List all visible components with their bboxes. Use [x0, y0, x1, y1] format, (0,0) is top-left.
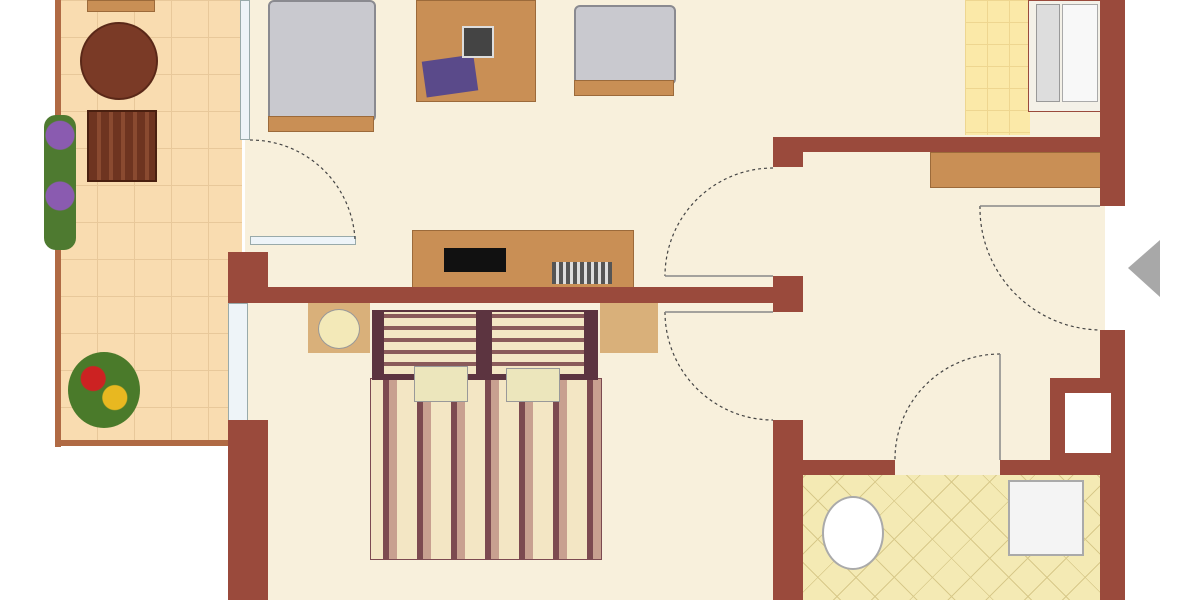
- balcony-chair-icon: [87, 0, 155, 12]
- wall-kitchen-south: [773, 137, 1103, 152]
- books-icon: [552, 262, 612, 284]
- sofa-base: [268, 116, 374, 132]
- wall-hall-pillar: [773, 276, 803, 312]
- plant-icon: [44, 115, 76, 250]
- stove-icon: [1062, 4, 1098, 102]
- nightstand-icon: [600, 303, 658, 353]
- sink-icon: [1036, 4, 1060, 102]
- table-icon: [80, 22, 158, 100]
- door-entrance: [979, 205, 1101, 331]
- sofa-icon: [268, 0, 376, 122]
- wall-left-block: [228, 252, 268, 302]
- plant-icon: [68, 352, 140, 428]
- sink-icon: [822, 496, 884, 570]
- hall-bench: [930, 152, 1102, 188]
- wall-kitchen-pillar: [773, 137, 803, 167]
- wall-bedroom-north: [228, 287, 800, 303]
- chair-icon: [87, 110, 157, 182]
- shower-icon: [1008, 480, 1084, 556]
- wall-bath-west: [773, 420, 803, 600]
- balcony-glass-door: [240, 0, 250, 140]
- tv-icon: [444, 248, 506, 272]
- door-bedroom: [664, 311, 774, 421]
- balcony-window-sill: [250, 236, 356, 245]
- entrance-arrow-icon: [1128, 240, 1160, 297]
- door-balcony: [249, 139, 356, 241]
- cushion-icon: [506, 368, 560, 402]
- nightstand-lamp-icon: [308, 303, 370, 353]
- cushion-icon: [414, 366, 468, 402]
- wall-bath-north-a: [773, 460, 895, 475]
- door-living: [664, 167, 774, 277]
- pillow-icon: [492, 312, 584, 374]
- vase-icon: [462, 26, 494, 58]
- pillow-icon: [384, 312, 476, 374]
- balcony-railing-bottom: [55, 440, 245, 446]
- wall-left-lower: [228, 420, 268, 600]
- wall-east-upper: [1100, 0, 1125, 206]
- bed-icon: [370, 378, 602, 560]
- shaft: [1065, 393, 1111, 453]
- armchair-base: [574, 80, 674, 96]
- door-bathroom: [894, 353, 1001, 461]
- kitchen: [965, 0, 1030, 135]
